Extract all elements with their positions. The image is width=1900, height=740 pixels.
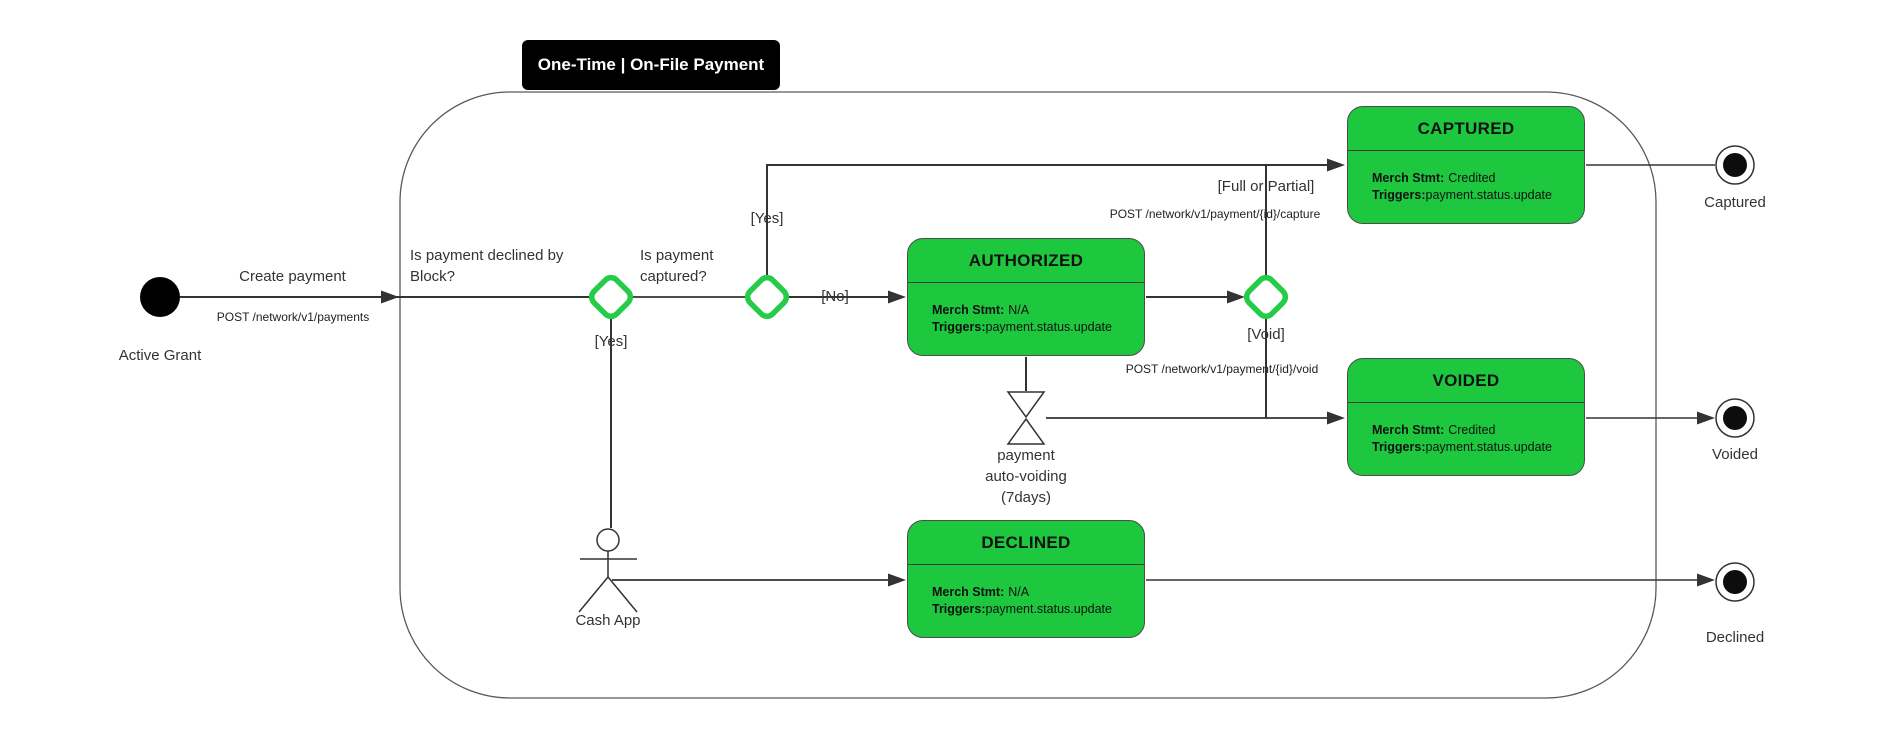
arrowhead-voided-end: [1697, 411, 1715, 425]
timer-icon: [1006, 391, 1046, 419]
branch-label-yes-up: [Yes]: [750, 210, 784, 227]
state-authorized-body: Merch Stmt:N/A Triggers:payment.status.u…: [908, 283, 1144, 336]
merch-stmt-value: N/A: [1008, 303, 1030, 317]
merch-stmt-label: Merch Stmt:: [1372, 423, 1445, 437]
end-node-captured: [1715, 145, 1755, 185]
payment-flow-container: [399, 91, 1657, 699]
start-node: [140, 277, 180, 317]
triggers-label: Triggers:: [932, 602, 986, 616]
state-voided-body: Merch Stmt:Credited Triggers:payment.sta…: [1348, 403, 1584, 456]
start-node-label: Active Grant: [118, 347, 202, 364]
end-label-voided: Voided: [1712, 446, 1758, 463]
decision-label-captured-question: Is payment captured?: [640, 247, 714, 285]
merch-stmt-value: Credited: [1448, 423, 1496, 437]
arrowhead-captured: [1327, 158, 1345, 172]
state-declined-title: DECLINED: [908, 521, 1144, 565]
merch-stmt-value: Credited: [1448, 171, 1496, 185]
arrowhead-declined: [888, 573, 906, 587]
edge-label-create-payment-api: POST /network/v1/payments: [216, 310, 370, 324]
edge-label-create-payment: Create payment: [239, 268, 346, 285]
actor-cash-app-icon: [578, 528, 638, 613]
triggers-value: payment.status.update: [1425, 188, 1552, 202]
triggers-value: payment.status.update: [985, 602, 1112, 616]
decision-declined-by-block: [588, 274, 634, 320]
triggers-label: Triggers:: [1372, 188, 1426, 202]
state-authorized: AUTHORIZED Merch Stmt:N/A Triggers:payme…: [907, 238, 1145, 356]
state-captured-title: CAPTURED: [1348, 107, 1584, 151]
branch-label-yes-down: [Yes]: [594, 333, 628, 350]
end-node-voided: [1715, 398, 1755, 438]
auto-voiding-label: payment auto-voiding (7days): [946, 445, 1106, 508]
state-declined: DECLINED Merch Stmt:N/A Triggers:payment…: [907, 520, 1145, 638]
edge-label-void-api: POST /network/v1/payment/{id}/void: [1125, 362, 1319, 376]
merch-stmt-label: Merch Stmt:: [932, 585, 1005, 599]
auto-voiding-line3: (7days): [1000, 489, 1052, 506]
merch-stmt-label: Merch Stmt:: [1372, 171, 1445, 185]
branch-label-no: [No]: [821, 288, 849, 305]
actor-cash-app-label: Cash App: [575, 612, 641, 629]
end-label-declined: Declined: [1705, 629, 1765, 646]
triggers-value: payment.status.update: [985, 320, 1112, 334]
triggers-value: payment.status.update: [1425, 440, 1552, 454]
merch-stmt-label: Merch Stmt:: [932, 303, 1005, 317]
arrowhead-create-payment: [381, 290, 399, 304]
branch-label-full-or-partial: [Full or Partial]: [1217, 178, 1315, 195]
triggers-label: Triggers:: [932, 320, 986, 334]
state-captured-body: Merch Stmt:Credited Triggers:payment.sta…: [1348, 151, 1584, 204]
arrowhead-d3: [1227, 290, 1245, 304]
arrowhead-declined-end: [1697, 573, 1715, 587]
state-declined-body: Merch Stmt:N/A Triggers:payment.status.u…: [908, 565, 1144, 618]
diagram-title: One-Time | On-File Payment: [522, 40, 780, 90]
state-authorized-title: AUTHORIZED: [908, 239, 1144, 283]
edge-yes-captured: [766, 164, 1329, 276]
branch-label-void: [Void]: [1247, 326, 1285, 343]
merch-stmt-value: N/A: [1008, 585, 1030, 599]
end-node-declined: [1715, 562, 1755, 602]
arrowhead-voided: [1327, 411, 1345, 425]
state-captured: CAPTURED Merch Stmt:Credited Triggers:pa…: [1347, 106, 1585, 224]
triggers-label: Triggers:: [1372, 440, 1426, 454]
edge-label-capture-api: POST /network/v1/payment/{id}/capture: [1109, 207, 1321, 221]
arrowhead-authorized: [888, 290, 906, 304]
timer-icon: [1006, 417, 1046, 445]
state-voided-title: VOIDED: [1348, 359, 1584, 403]
auto-voiding-line2: auto-voiding: [985, 468, 1067, 485]
state-voided: VOIDED Merch Stmt:Credited Triggers:paym…: [1347, 358, 1585, 476]
decision-capture-or-void: [1243, 274, 1289, 320]
decision-label-declined-question: Is payment declined by Block?: [410, 247, 564, 285]
end-label-captured: Captured: [1704, 194, 1766, 211]
auto-voiding-line1: payment: [997, 447, 1055, 464]
decision-is-captured: [744, 274, 790, 320]
